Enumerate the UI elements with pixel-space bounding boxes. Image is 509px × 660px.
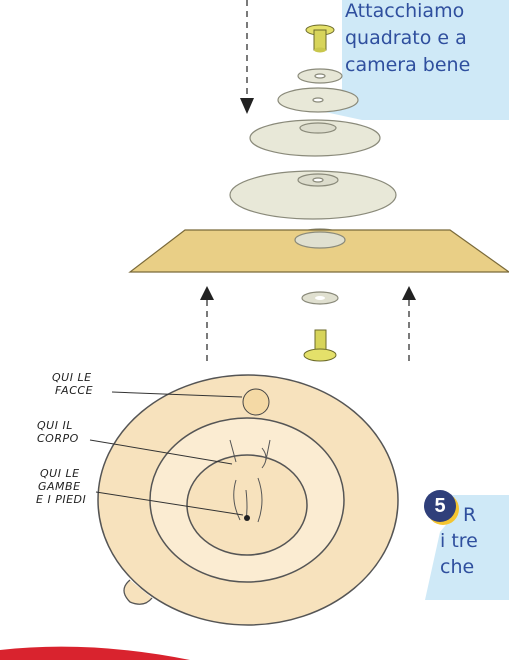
caption-bubble-top (325, 0, 509, 120)
arrow-head-up-left (200, 286, 214, 300)
caption-bubble-step5 (425, 495, 509, 600)
label-body-1: QUI IL (37, 419, 73, 432)
label-faces-1: QUI LE (52, 371, 92, 384)
caption-top-line-2: quadrato e a (345, 27, 467, 49)
label-legs-3: E I PIEDI (36, 493, 87, 506)
step-text-line-1: R (463, 504, 477, 526)
pin-top (305, 24, 335, 53)
label-legs-1: QUI LE (40, 467, 80, 480)
arrow-head-up-right (402, 286, 416, 300)
step-text-line-2: i tre (440, 530, 478, 552)
label-legs-2: GAMBE (38, 480, 81, 493)
disc-stack (229, 68, 397, 244)
disc-layout (97, 374, 399, 626)
step-number-badge: 5 (424, 490, 456, 522)
red-accent (0, 646, 190, 660)
step-text-line-3: che (440, 556, 475, 578)
pin-bottom (303, 329, 337, 362)
label-faces-2: FACCE (55, 384, 94, 397)
caption-top-line-3: camera bene (345, 54, 471, 76)
caption-top-line-1: Attacchiamo (345, 0, 465, 22)
label-body-2: CORPO (37, 432, 79, 445)
label-lines (89, 391, 244, 516)
disc-on-board (294, 231, 346, 249)
arrow-head-down (240, 98, 254, 114)
square-board (128, 229, 509, 273)
